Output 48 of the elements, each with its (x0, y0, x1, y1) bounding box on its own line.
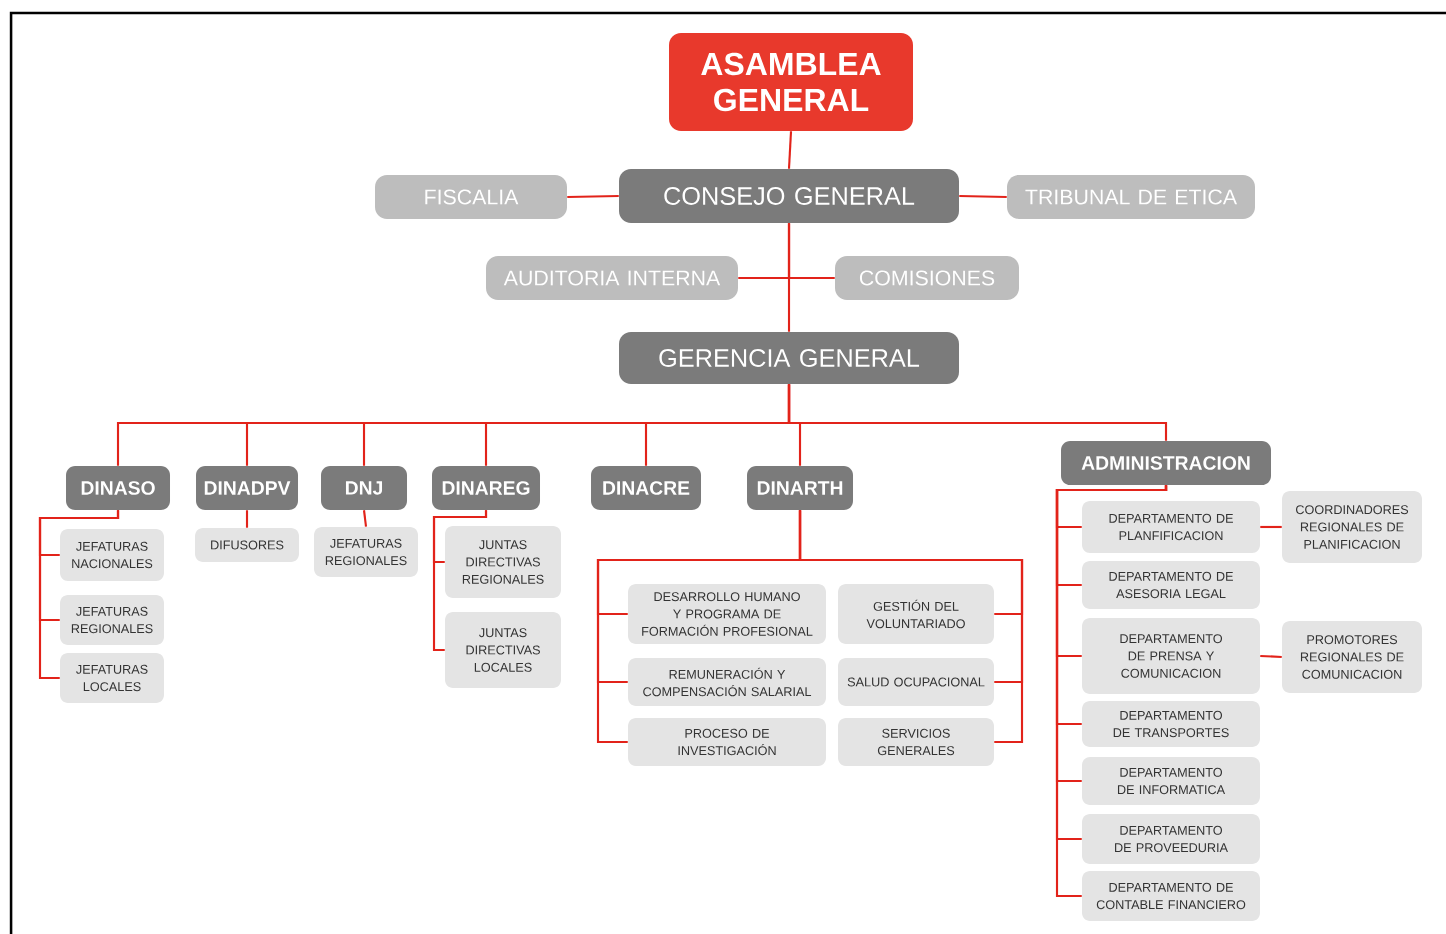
department-box: JUNTAS DIRECTIVAS REGIONALES (445, 526, 561, 598)
department-box: DEPARTAMENTO DE PLANFIFICACION (1082, 501, 1260, 553)
division-box: DNJ (321, 466, 407, 510)
department-box: DEPARTAMENTO DE CONTABLE FINANCIERO (1082, 871, 1260, 921)
department-box: COORDINADORES REGIONALES DE PLANIFICACION (1282, 491, 1422, 563)
connector-line (1260, 525, 1282, 529)
department-box: JEFATURAS REGIONALES (314, 527, 418, 577)
division-box: DINADPV (196, 466, 298, 510)
connector-line (362, 510, 368, 527)
department-box: JUNTAS DIRECTIVAS LOCALES (445, 612, 561, 688)
connector-line (38, 510, 120, 680)
department-box: SERVICIOS GENERALES (838, 718, 994, 766)
connector-line (787, 131, 793, 169)
department-box: GESTIÓN DEL VOLUNTARIADO (838, 584, 994, 644)
division-box: DINASO (66, 466, 170, 510)
oversight-box: FISCALIA (375, 175, 567, 219)
connector-line (787, 223, 791, 332)
department-box: SALUD OCUPACIONAL (838, 658, 994, 706)
division-box: DINACRE (591, 466, 701, 510)
department-box: DEPARTAMENTO DE ASESORIA LEGAL (1082, 561, 1260, 609)
assembly-box: ASAMBLEA GENERAL (669, 33, 913, 131)
connector-line (787, 384, 1168, 441)
connector-line (245, 510, 249, 528)
management-box: GERENCIA GENERAL (619, 332, 959, 384)
department-box: JEFATURAS REGIONALES (60, 595, 164, 645)
department-box: DEPARTAMENTO DE PRENSA Y COMUNICACION (1082, 618, 1260, 694)
department-box: PROMOTORES REGIONALES DE COMUNICACION (1282, 621, 1422, 693)
oversight-box: TRIBUNAL DE ETICA (1007, 175, 1255, 219)
management-box: CONSEJO GENERAL (619, 169, 959, 223)
oversight-box: COMISIONES (835, 256, 1019, 300)
department-box: DEPARTAMENTO DE PROVEEDURIA (1082, 814, 1260, 864)
department-box: PROCESO DE INVESTIGACIÓN (628, 718, 826, 766)
department-box: DESARROLLO HUMANO Y PROGRAMA DE FORMACIÓN PROFESIONAL (628, 584, 826, 644)
connector-line (432, 510, 488, 652)
department-box: DEPARTAMENTO DE TRANSPORTES (1082, 701, 1260, 747)
department-box: DIFUSORES (195, 528, 299, 562)
department-box: JEFATURAS LOCALES (60, 653, 164, 703)
division-box: DINARTH (747, 466, 853, 510)
oversight-box: AUDITORIA INTERNA (486, 256, 738, 300)
connector-line (798, 510, 1024, 744)
division-box: DINAREG (432, 466, 540, 510)
department-box: DEPARTAMENTO DE INFORMATICA (1082, 757, 1260, 805)
division-box: ADMINISTRACION (1061, 441, 1271, 485)
connector-line (567, 194, 619, 199)
department-box: REMUNERACIÓN Y COMPENSACIÓN SALARIAL (628, 658, 826, 706)
connector-line (1260, 654, 1282, 659)
department-box: JEFATURAS NACIONALES (60, 529, 164, 581)
connector-line (959, 194, 1007, 199)
